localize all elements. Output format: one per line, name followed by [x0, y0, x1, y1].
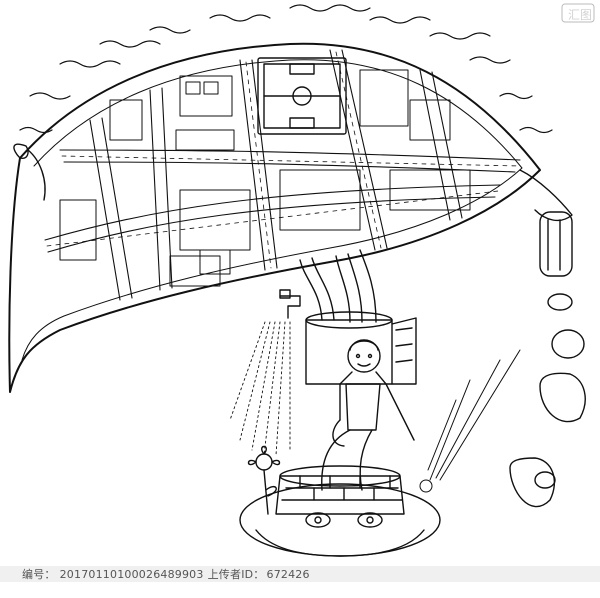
- uploader-label: 上传者ID：: [207, 568, 265, 581]
- hat-base: [239, 465, 441, 557]
- door-box: [305, 311, 417, 385]
- city-blocks: [59, 69, 471, 287]
- canopy-outline: [8, 42, 541, 393]
- sparkler: [419, 349, 521, 493]
- corner-watermark-text: 汇图: [567, 8, 592, 22]
- id-value: 20170110100026489903: [59, 567, 204, 581]
- canopy-tip: [13, 143, 29, 160]
- watermark-caption-bar: 编号： 20170110100026489903 上传者ID： 672426: [0, 566, 600, 582]
- uploader-value: 672426: [266, 567, 310, 581]
- faucet: [279, 289, 301, 319]
- soccer-field: [257, 57, 347, 135]
- id-label: 编号：: [22, 568, 56, 581]
- canopy-curl: [519, 169, 573, 222]
- drip-pipe: [539, 211, 573, 277]
- city-roads: [44, 49, 521, 301]
- figure: [321, 339, 415, 491]
- flower: [247, 445, 281, 515]
- water-spray: [229, 321, 291, 456]
- corner-watermark-graphic: [561, 3, 595, 23]
- wind-lines: [19, 4, 553, 134]
- falling-drops: [509, 293, 586, 508]
